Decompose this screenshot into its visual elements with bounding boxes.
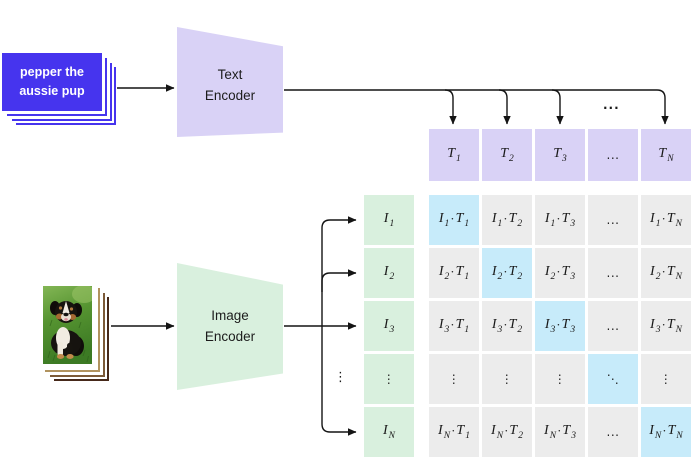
similarity-cell: ⋮ (482, 354, 532, 404)
image-encoder-block: Image Encoder (177, 263, 283, 390)
similarity-cell: ⋮ (641, 354, 691, 404)
similarity-cell: IN·T3 (535, 407, 585, 457)
image-embedding-cell: ⋮ (364, 354, 414, 404)
image-embedding-cell: IN (364, 407, 414, 457)
t2-drop-arrow (498, 89, 511, 125)
image-embedding-cell: I3 (364, 301, 414, 351)
similarity-cell-highlighted: I3·T3 (535, 301, 585, 351)
similarity-cell: I3·T1 (429, 301, 479, 351)
t1-drop-arrow (444, 89, 457, 125)
image-encoder-label-line-2: Encoder (204, 328, 256, 344)
t3-drop-arrow (551, 89, 564, 125)
text-encoder-block: Text Encoder (177, 27, 283, 137)
similarity-cell-highlighted: ⋱ (588, 354, 638, 404)
similarity-cell: I1·T3 (535, 195, 585, 245)
similarity-cell: I2·T1 (429, 248, 479, 298)
text-prompt-card: pepper the aussie pup (2, 53, 102, 111)
puppy-photo-illustration (43, 285, 96, 364)
puppy (50, 301, 84, 359)
text-embedding-cell: T1 (429, 129, 479, 181)
branch-ellipsis: ⋮ (334, 370, 347, 385)
similarity-cell: I1·T2 (482, 195, 532, 245)
similarity-cell-highlighted: I1·T1 (429, 195, 479, 245)
image-embedding-cell: I1 (364, 195, 414, 245)
text-embedding-cell: ... (588, 129, 638, 181)
similarity-cell: ... (588, 301, 638, 351)
similarity-cell: ⋮ (429, 354, 479, 404)
similarity-cell: I3·TN (641, 301, 691, 351)
similarity-cell: ⋮ (535, 354, 585, 404)
image-encoder-label-line-1: Image (211, 307, 249, 323)
prompt-line-1: pepper the (20, 65, 84, 80)
branch-i2-arrow (321, 269, 357, 292)
dog-photo-stack (40, 283, 96, 367)
similarity-cell: IN·T1 (429, 407, 479, 457)
prompt-line-2: aussie pup (19, 84, 85, 98)
text-embedding-cell: T2 (482, 129, 532, 181)
similarity-cell-highlighted: I2·T2 (482, 248, 532, 298)
similarity-cell: I2·T3 (535, 248, 585, 298)
similarity-cell: IN·T2 (482, 407, 532, 457)
similarity-cell-highlighted: IN·TN (641, 407, 691, 457)
similarity-cell: ... (588, 195, 638, 245)
similarity-cell: I1·TN (641, 195, 691, 245)
similarity-cell: I2·TN (641, 248, 691, 298)
similarity-cell: I3·T2 (482, 301, 532, 351)
text-embedding-cell: TN (641, 129, 691, 181)
similarity-cell: ... (588, 407, 638, 457)
text-encoder-label-line-1: Text (217, 66, 243, 82)
image-embedding-cell: I2 (364, 248, 414, 298)
similarity-cell: ... (588, 248, 638, 298)
branch-i1-arrow (321, 216, 357, 326)
text-embedding-cell: T3 (535, 129, 585, 181)
text-encoder-label-line-2: Encoder (204, 87, 256, 103)
top-arrows-ellipsis: ... (603, 98, 620, 112)
